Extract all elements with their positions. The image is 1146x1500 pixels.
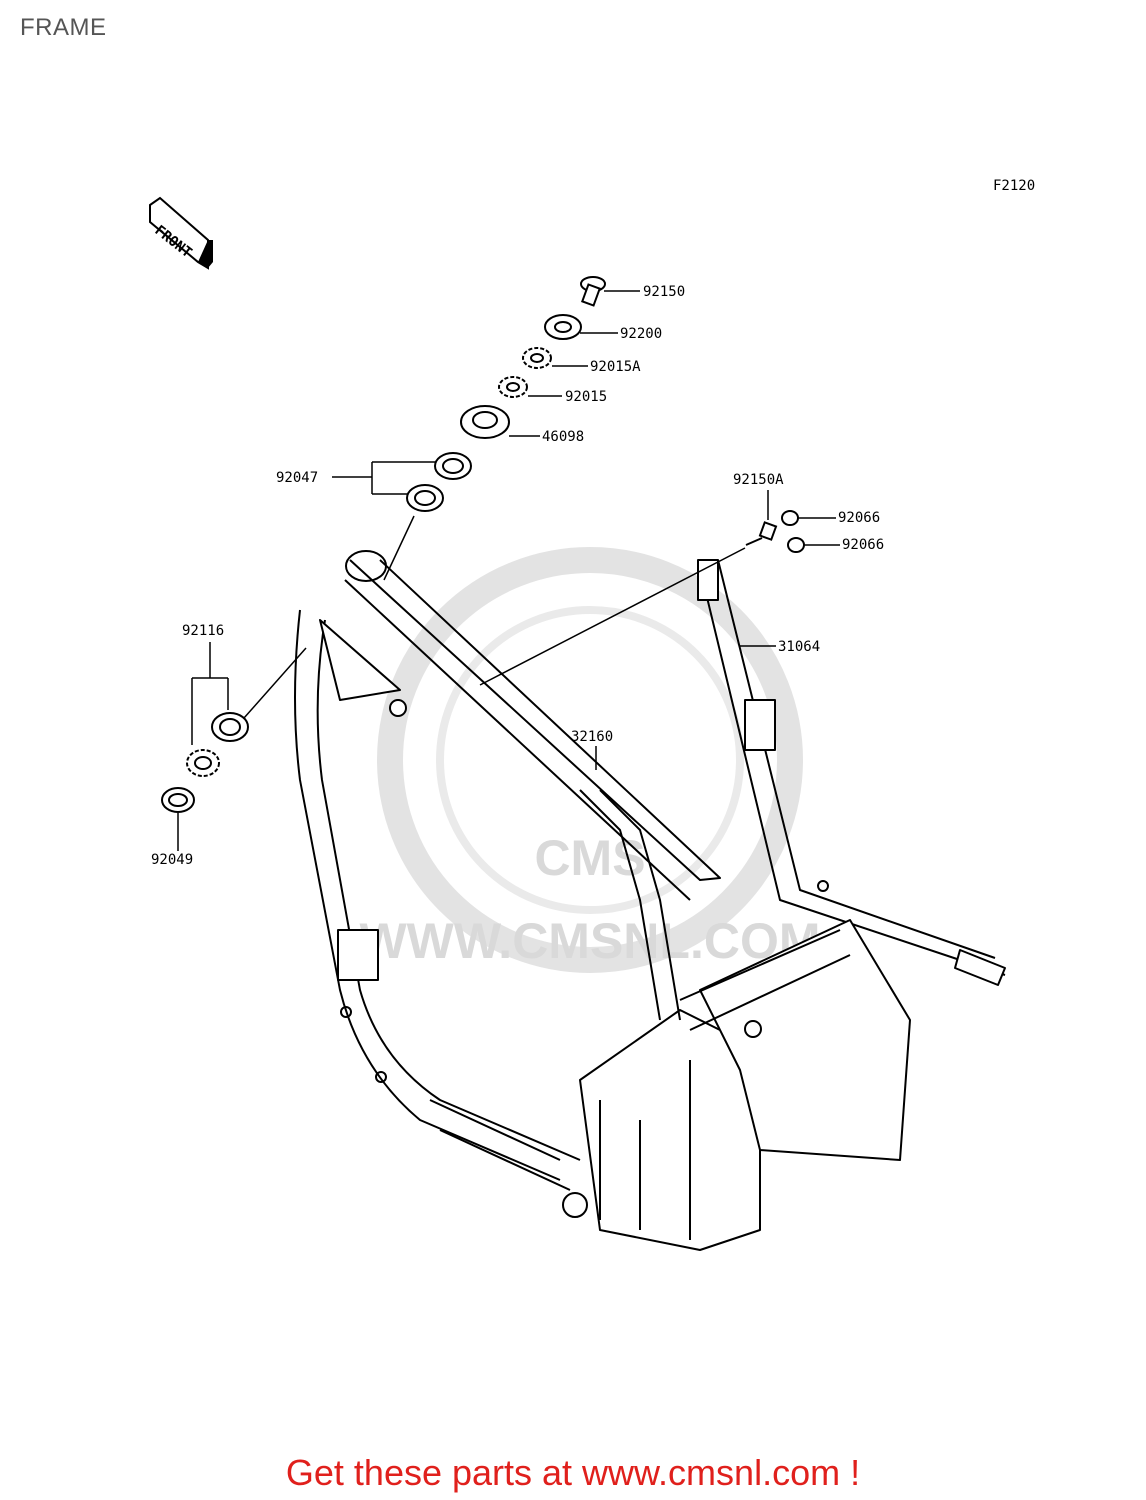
watermark-url-text: WWW.CMSNL.COM: [359, 913, 820, 969]
part-labels: 92150 92200 92015A 92015 46098 92047 921…: [151, 284, 884, 868]
part-label: 92150: [643, 284, 685, 300]
page-title: FRAME: [20, 14, 107, 41]
part-label: 32160: [571, 729, 613, 745]
watermark: CMS WWW.CMSNL.COM: [359, 547, 821, 973]
bolt-icon: [580, 276, 606, 307]
front-arrow-icon: FRONT: [149, 196, 213, 270]
part-label: 92066: [842, 537, 884, 553]
diagram-code: F2120: [993, 178, 1035, 194]
part-label: 46098: [542, 429, 584, 445]
frame-diagram: CMS WWW.CMSNL.COM F2120 FRONT: [149, 178, 1035, 1251]
footer-link[interactable]: Get these parts at www.cmsnl.com !: [285, 1452, 861, 1493]
part-label: 92047: [276, 470, 318, 486]
steering-stem-parts: [161, 276, 805, 813]
frame-outline: [294, 550, 1006, 1251]
part-label: 31064: [778, 639, 820, 655]
part-label: 92200: [620, 326, 662, 342]
part-label: 92150A: [733, 472, 784, 488]
part-label: 92015: [565, 389, 607, 405]
part-label: 92049: [151, 852, 193, 868]
part-label: 92066: [838, 510, 880, 526]
part-label: 92015A: [590, 359, 641, 375]
part-label: 92116: [182, 623, 224, 639]
leader-lines: [177, 290, 840, 851]
